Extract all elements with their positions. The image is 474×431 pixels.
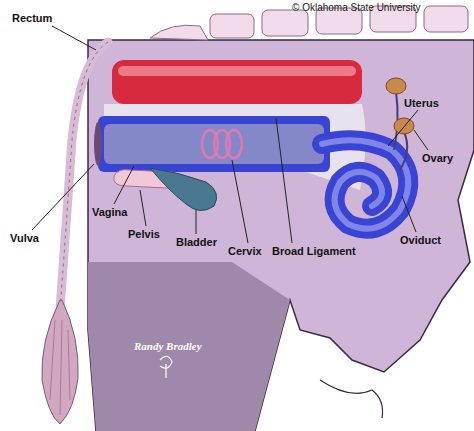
part-label: Oviduct <box>400 234 441 246</box>
part-label: Randy Bradley <box>134 340 202 352</box>
part-label: © Oklahoma State University <box>292 2 421 13</box>
part-label: Vagina <box>92 206 127 218</box>
ovary <box>386 78 406 94</box>
ovary <box>394 118 414 134</box>
rectum-highlight <box>118 66 356 76</box>
signature-mark <box>160 356 172 378</box>
leader-lines <box>32 26 428 243</box>
body-outline <box>88 40 474 431</box>
vulva <box>94 122 102 166</box>
uterine-horn-highlight <box>322 140 408 229</box>
tail-hairs <box>50 320 70 415</box>
tail-segments <box>60 42 108 310</box>
part-label: Cervix <box>228 245 262 257</box>
part-label: Uterus <box>404 97 439 109</box>
reproductive-tract <box>98 116 330 172</box>
tail-switch <box>42 300 78 424</box>
part-label: Bladder <box>176 236 217 248</box>
oviduct <box>400 132 407 170</box>
bladder <box>150 168 217 211</box>
tail <box>60 42 108 310</box>
leg-region <box>88 262 290 431</box>
part-label: Rectum <box>12 12 52 24</box>
tract-lumen <box>104 124 324 164</box>
part-label: Vulva <box>10 232 39 244</box>
part-label: Broad Ligament <box>272 245 356 257</box>
udder-edge <box>320 380 383 418</box>
rectum <box>112 60 362 104</box>
uterine-horn <box>322 140 408 229</box>
part-label: Pelvis <box>128 228 160 240</box>
cervix-rings <box>202 130 242 158</box>
part-label: Ovary <box>422 152 453 164</box>
